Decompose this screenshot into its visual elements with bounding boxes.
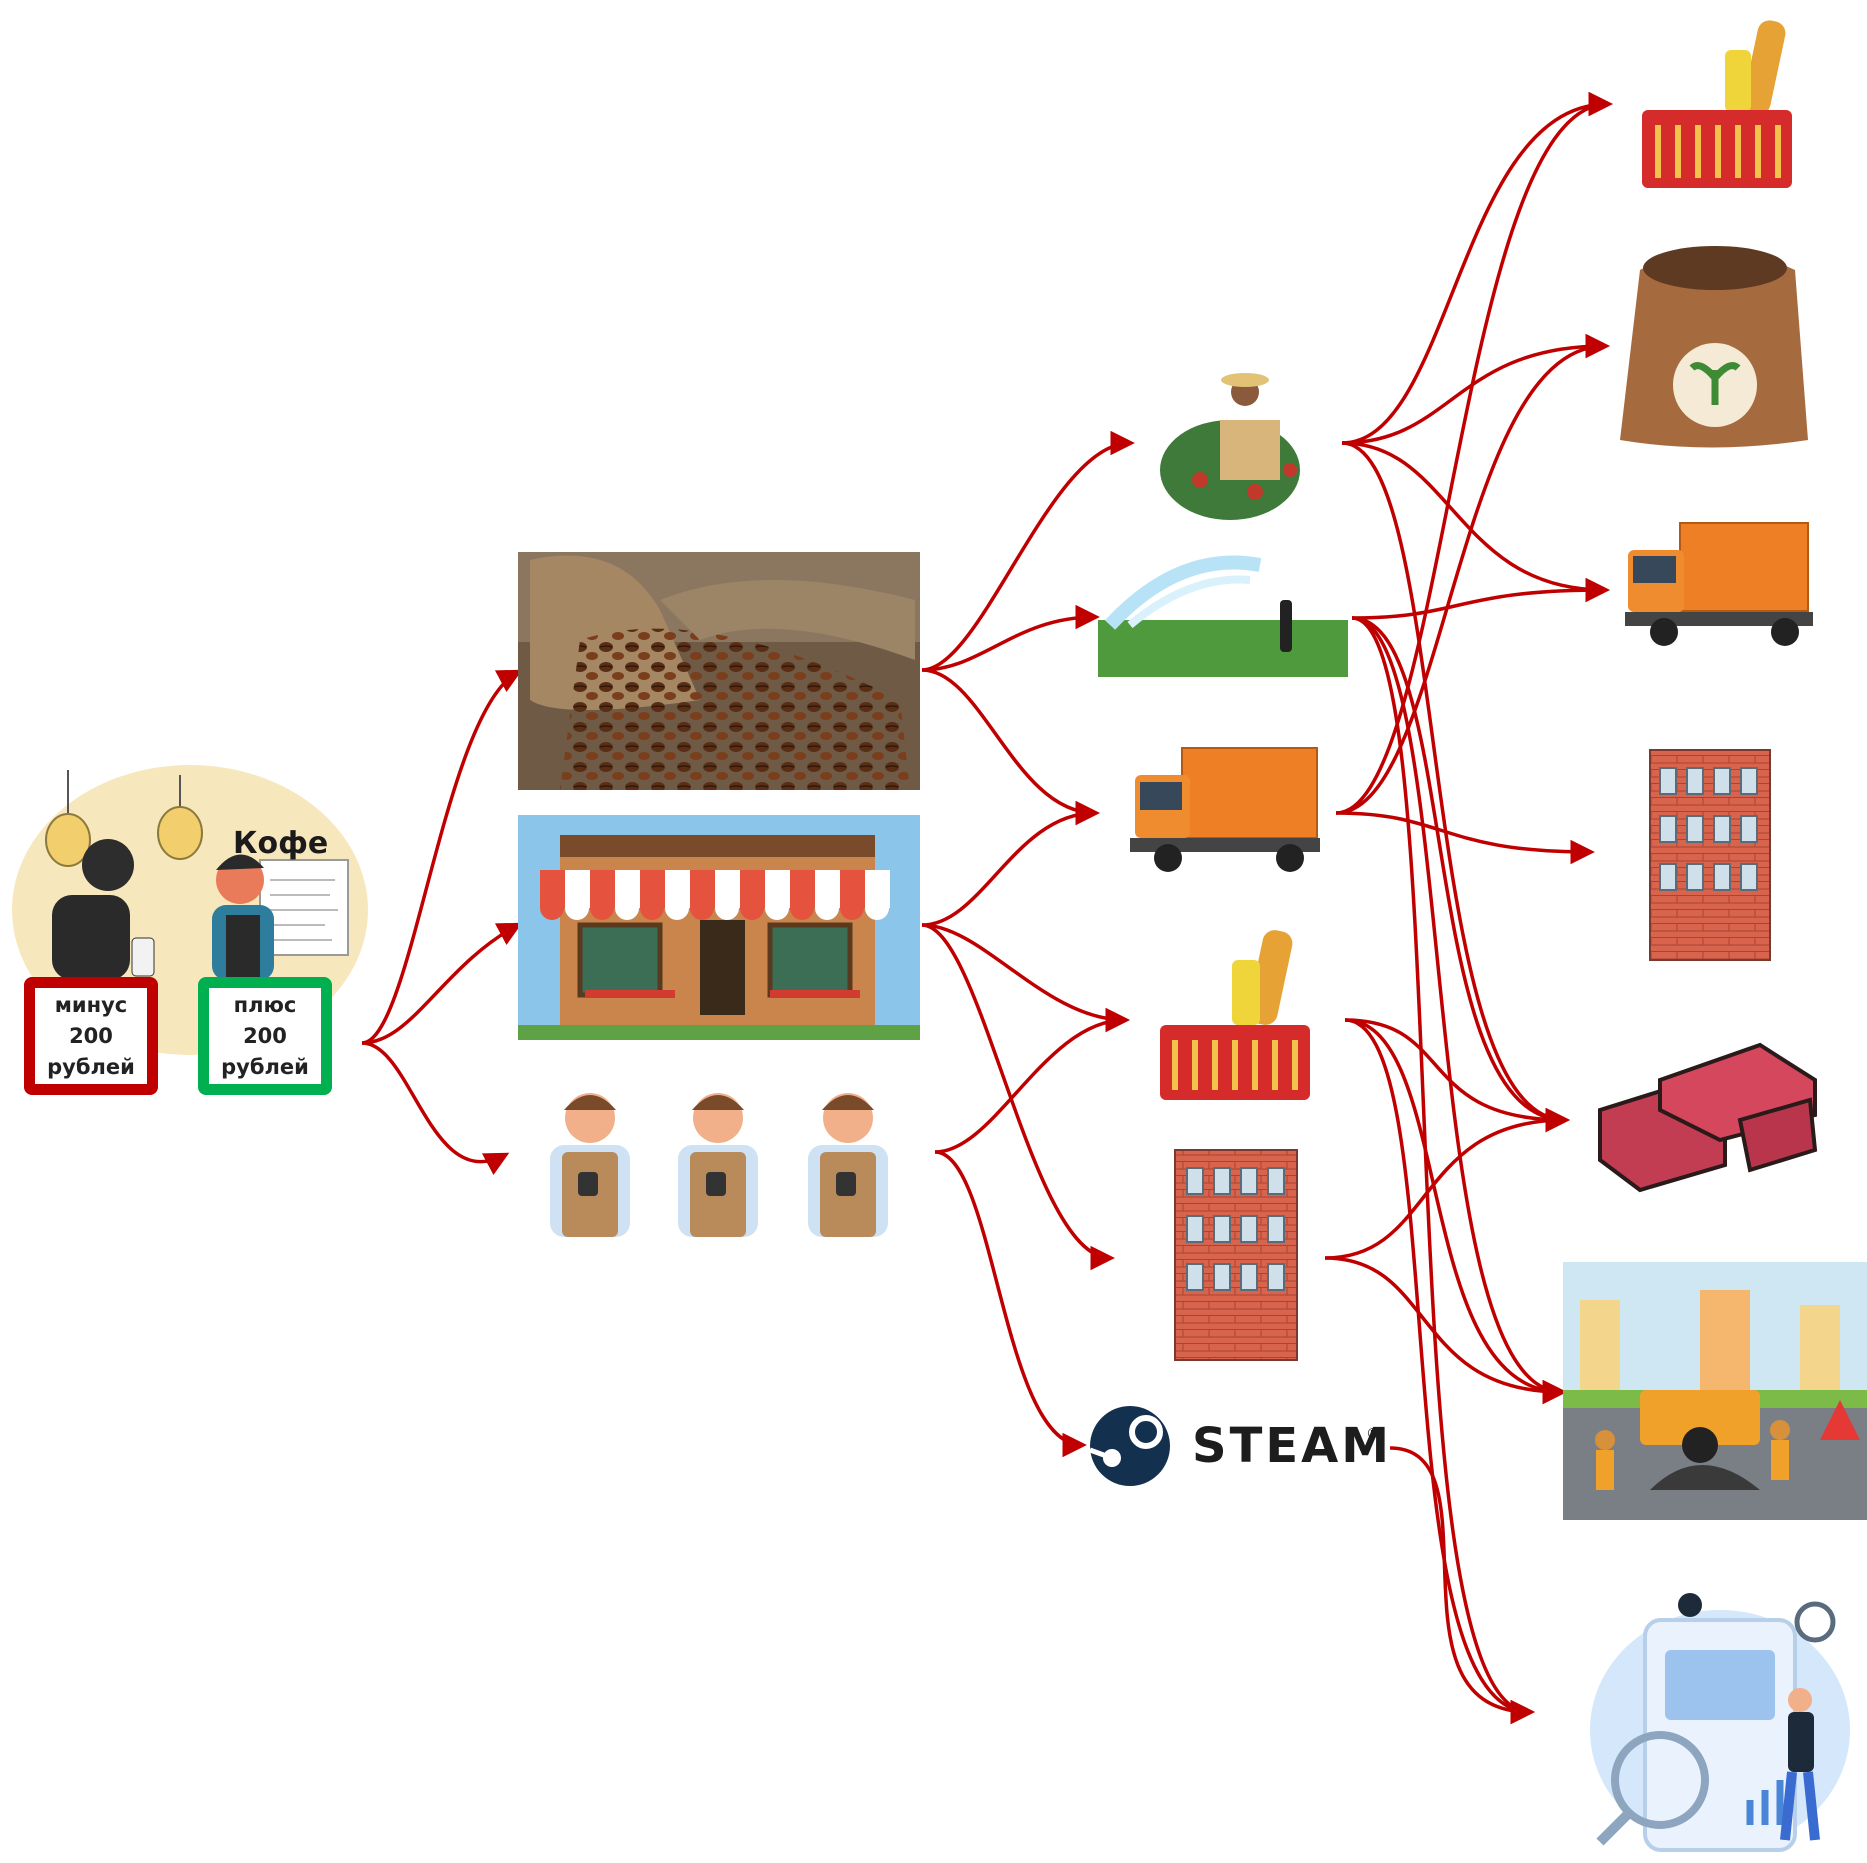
- plus-200-box: плюс 200 рублей: [198, 977, 332, 1095]
- steam-wordmark: STEAM: [1192, 1418, 1393, 1474]
- minus-amount: 200: [69, 1023, 113, 1048]
- minus-label: минус: [54, 992, 128, 1017]
- plus-label: плюс: [233, 992, 297, 1017]
- fertilizer-bag-image: [1620, 246, 1808, 448]
- plus-currency: рублей: [221, 1054, 309, 1079]
- steam-logo-icon: [1089, 1406, 1170, 1486]
- brick-building-image: [1174, 1149, 1298, 1361]
- coffee-farmer-image: [1160, 373, 1300, 520]
- brick-building-right-image: [1649, 749, 1771, 961]
- minus-currency: рублей: [47, 1054, 135, 1079]
- grocery-basket-right-image: [1642, 20, 1792, 188]
- road-repair-workers-image: [1563, 1262, 1867, 1520]
- plus-amount: 200: [243, 1023, 287, 1048]
- bricks-image: [1598, 1042, 1818, 1193]
- cafe-storefront-image: [518, 815, 920, 1040]
- steam-registered-mark: ®: [1366, 1426, 1380, 1442]
- baristas-trio-image: [550, 1093, 888, 1237]
- coffee-title: Кофе: [233, 826, 329, 861]
- water-sprinkler-image: [1098, 555, 1348, 677]
- coffee-beans-sack-image: [518, 552, 920, 790]
- minus-200-box: минус 200 рублей: [24, 977, 158, 1095]
- delivery-truck-right-image: [1625, 522, 1813, 646]
- mobile-app-development-image: [1590, 1593, 1850, 1852]
- delivery-truck-image: [1130, 747, 1320, 872]
- arrows-layer: [361, 91, 1613, 1725]
- grocery-basket-image: [1160, 930, 1310, 1100]
